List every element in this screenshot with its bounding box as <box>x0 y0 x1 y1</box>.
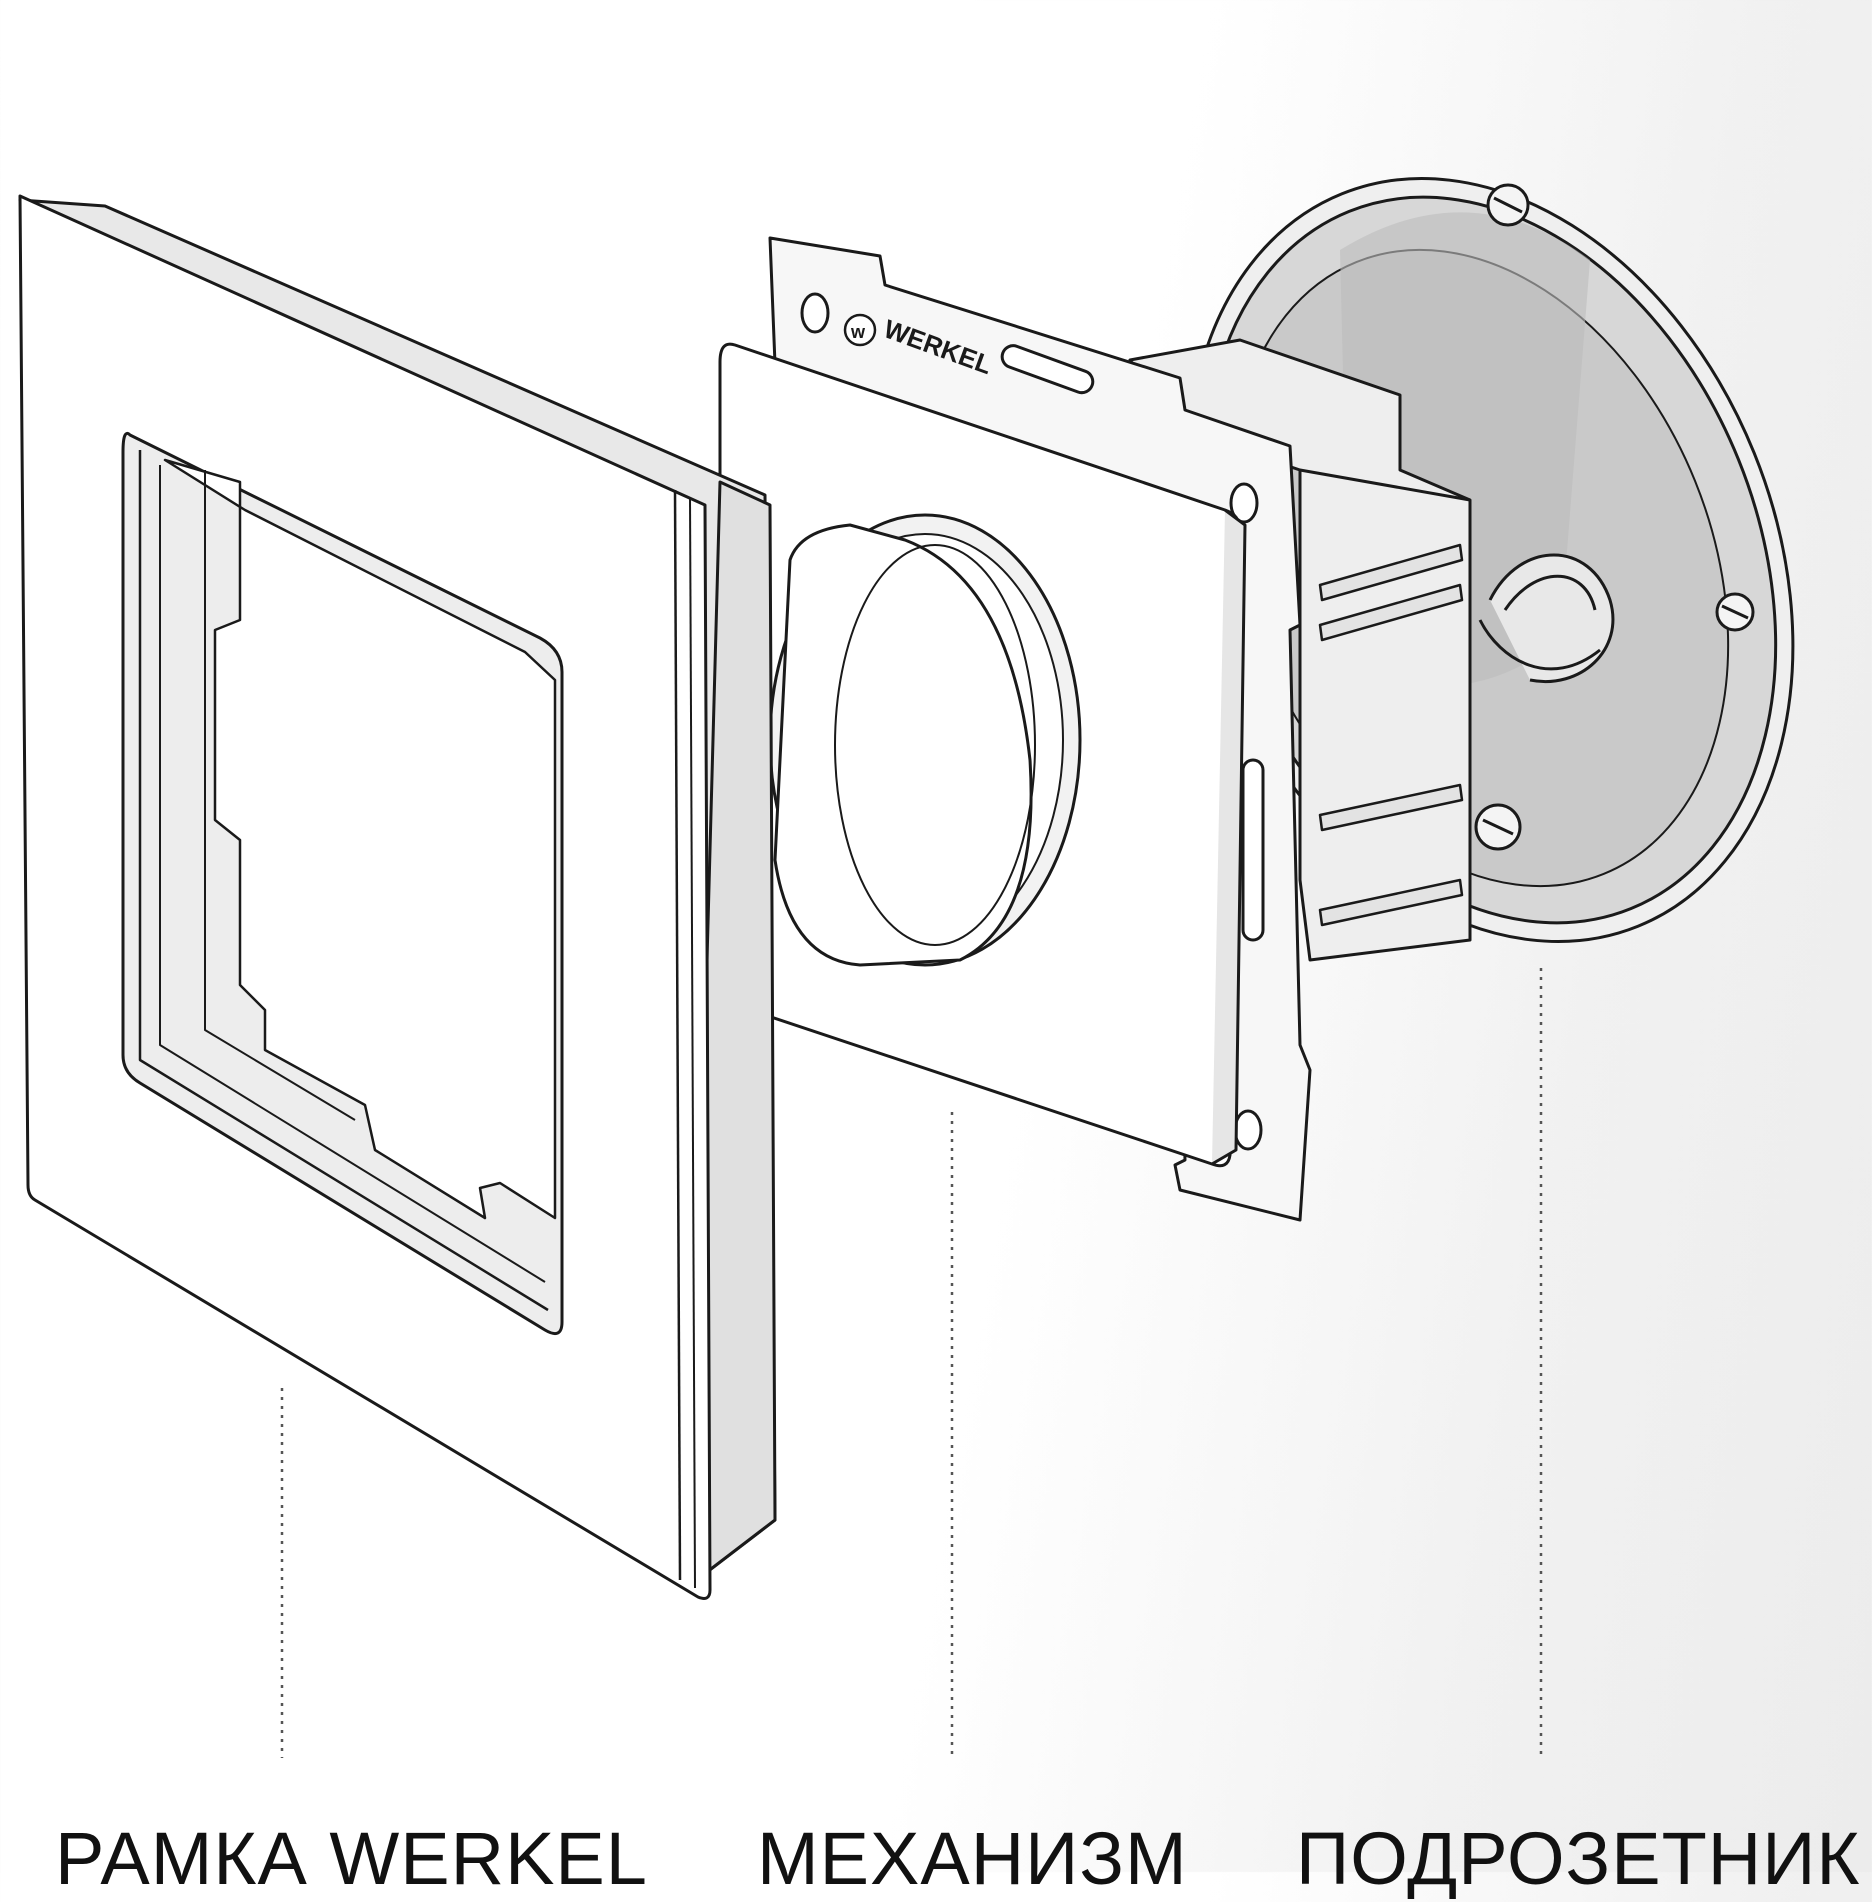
werkel-logo-icon: w <box>843 313 877 347</box>
mechanism-drawing: w WERKEL <box>718 236 1472 1222</box>
screw-icon <box>1715 592 1755 632</box>
screw-icon <box>1474 803 1522 851</box>
frame-drawing <box>18 194 777 1600</box>
label-wall-box: ПОДРОЗЕТНИК <box>1296 1817 1861 1900</box>
label-frame: РАМКА WERKEL <box>55 1817 648 1900</box>
svg-text:w: w <box>850 322 866 342</box>
screw-icon <box>1486 183 1530 227</box>
label-mechanism: МЕХАНИЗМ <box>757 1817 1188 1900</box>
wires <box>1478 553 1615 683</box>
leader-lines <box>280 968 1543 1758</box>
dimmer-knob <box>773 523 1033 967</box>
